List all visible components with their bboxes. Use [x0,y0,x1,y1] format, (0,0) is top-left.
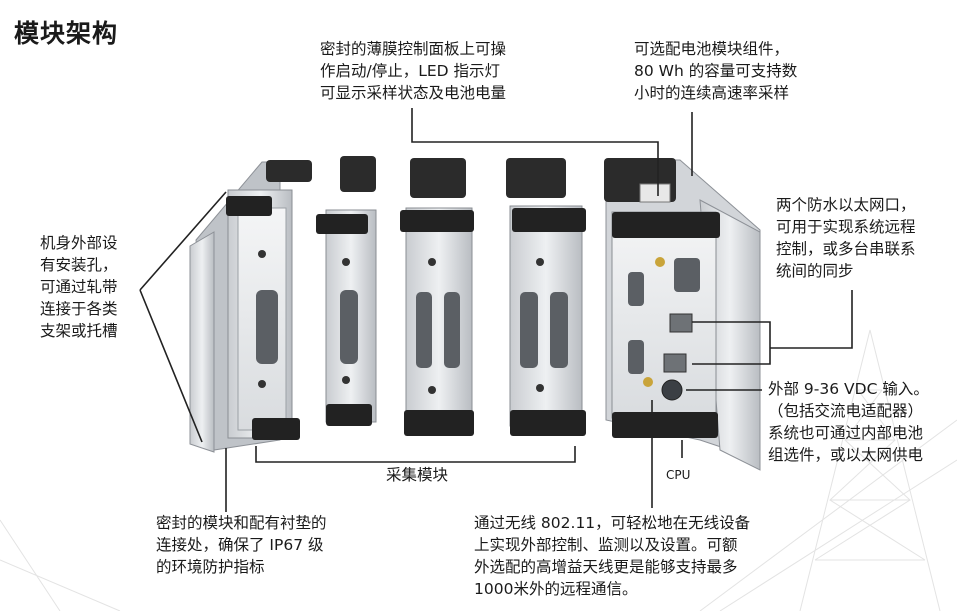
label-acquisition-modules: 采集模块 [386,466,449,484]
callout-lines [139,108,853,512]
module-1 [226,189,300,440]
callout-wireless: 通过无线 802.11，可轻松地在无线设备 上实现外部控制、监测以及设置。可额 … [474,514,751,598]
callout-ethernet: 两个防水以太网口， 可用于实现系统远程 控制，或多台串联系 统间的同步 [776,196,916,280]
callout-membrane: 密封的薄膜控制面板上可操 作启动/停止，LED 指示灯 可显示采样状态及电池电量 [320,40,507,102]
label-cpu: CPU [666,468,691,482]
module-3 [400,158,474,436]
page-title: 模块架构 [14,19,119,48]
background-tower [0,329,957,611]
module-4 [506,158,586,436]
callout-sealed: 密封的模块和配有衬垫的 连接处，确保了 IP67 级 的环境防护指标 [156,514,327,576]
callout-battery: 可选配电池模块组件， 80 Wh 的容量可支持数 小时的连续高速率采样 [634,40,798,102]
module-2 [316,156,377,426]
cpu-module [604,158,761,471]
callout-power: 外部 9-36 VDC 输入。 （包括交流电适配器） 系统也可通过内部电池 组选… [768,380,929,464]
callout-mount: 机身外部设 有安装孔， 可通过轧带 连接于各类 支架或托槽 [40,234,118,340]
